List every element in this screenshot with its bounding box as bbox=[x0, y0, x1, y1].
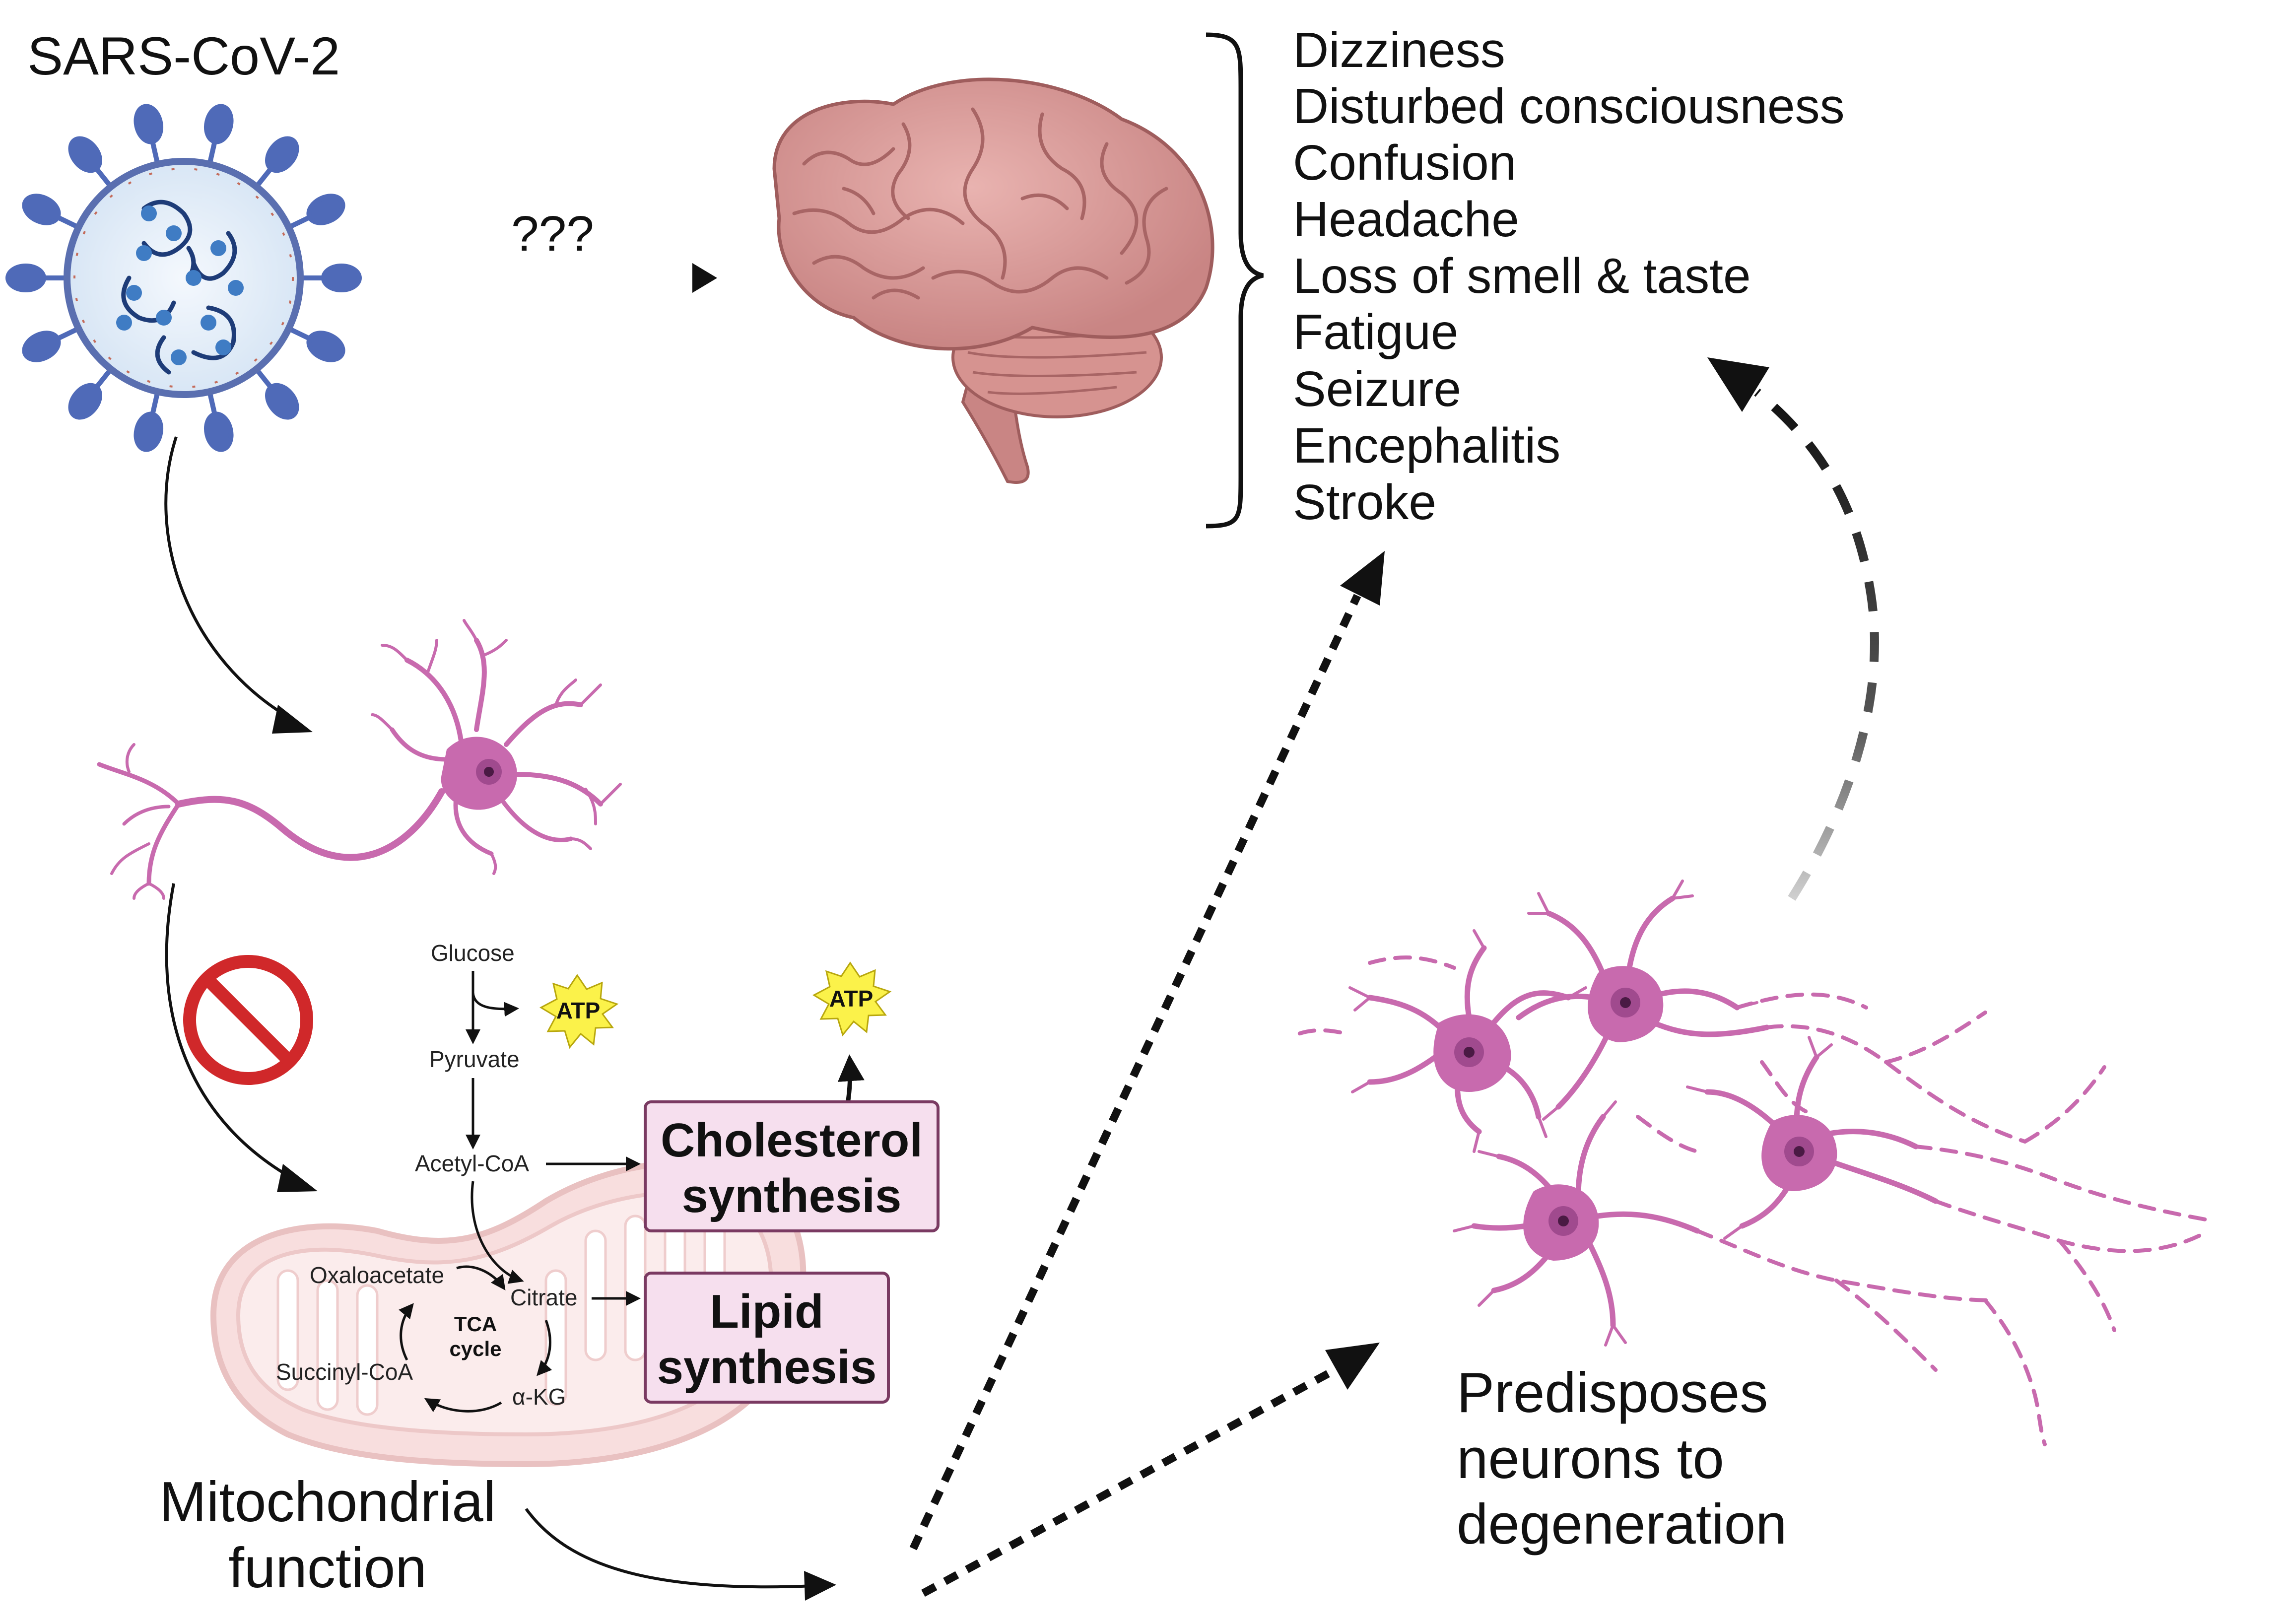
acetyl-coa-label: Acetyl-CoA bbox=[415, 1150, 529, 1176]
neuron-icon bbox=[97, 619, 622, 900]
mito-to-outcome-arrow bbox=[525, 1508, 814, 1589]
outcome-label-line2: neurons to bbox=[1457, 1427, 1724, 1490]
symptom-item: Encephalitis bbox=[1293, 418, 1560, 474]
symptom-item: Stroke bbox=[1293, 474, 1436, 530]
virus-spike-head bbox=[22, 194, 61, 225]
glucose-label: Glucose bbox=[431, 940, 515, 966]
brain-icon bbox=[772, 77, 1214, 484]
lipid-synthesis-box: Lipid synthesis bbox=[644, 1272, 890, 1404]
symptoms-brace bbox=[1206, 32, 1264, 529]
pyruvate-label: Pyruvate bbox=[429, 1046, 520, 1072]
virus-label: SARS-CoV-2 bbox=[27, 26, 340, 86]
virus-spike-head bbox=[204, 104, 234, 144]
oxaloacetate-label: Oxaloacetate bbox=[310, 1262, 444, 1288]
virus-spike-head bbox=[134, 104, 163, 144]
lipid-synthesis-line1: Lipid bbox=[710, 1285, 823, 1338]
virus-spike-head bbox=[306, 194, 345, 225]
virus-spike-head bbox=[134, 411, 163, 452]
virus-spike-head bbox=[265, 136, 299, 173]
virus-spike-head bbox=[68, 136, 102, 173]
outcome-label-line1: Predisposes bbox=[1457, 1361, 1768, 1424]
virus-spike-head bbox=[22, 331, 61, 362]
dotted-arrow-to-symptoms bbox=[909, 594, 1361, 1551]
virus-to-neuron-arrowhead bbox=[272, 705, 313, 734]
citrate-label: Citrate bbox=[510, 1285, 577, 1310]
atp-star-icon: ATP bbox=[812, 961, 892, 1037]
virus-spike-head bbox=[321, 264, 362, 292]
tca-cycle-label: TCA bbox=[454, 1312, 497, 1336]
degenerating-neuron-bodies bbox=[1433, 966, 1837, 1261]
alpha-kg-label: α-KG bbox=[512, 1384, 566, 1410]
symptom-item: Headache bbox=[1293, 192, 1519, 247]
virus-spike-head bbox=[306, 331, 345, 362]
dotted-arrow-to-symptoms-head bbox=[1340, 551, 1385, 606]
symptom-item: Loss of smell & taste bbox=[1293, 248, 1751, 304]
atp-star-icon: ATP bbox=[539, 974, 619, 1049]
cholesterol-synthesis-line1: Cholesterol bbox=[661, 1114, 923, 1167]
neuron-to-mito-arrow bbox=[165, 883, 299, 1183]
symptom-list: Dizziness Disturbed consciousness Confus… bbox=[1293, 22, 1845, 530]
mitochondrial-function-label: Mitochondrial bbox=[159, 1471, 496, 1534]
neuron-cell-body bbox=[441, 737, 517, 810]
symptom-item: Disturbed consciousness bbox=[1293, 78, 1845, 134]
degenerating-neurons-icon bbox=[1288, 880, 2216, 1446]
virus-spike-head bbox=[68, 383, 102, 420]
symptom-item: Dizziness bbox=[1293, 22, 1505, 78]
inhibition-icon bbox=[183, 955, 313, 1085]
virus-spike-head bbox=[265, 383, 299, 420]
dashed-arrow-neurons-to-symptoms bbox=[1754, 389, 1879, 901]
mito-to-outcome-arrowhead bbox=[804, 1571, 836, 1601]
tca-cycle-label-line2: cycle bbox=[449, 1337, 501, 1360]
virus-icon bbox=[5, 104, 362, 452]
unknown-link-label: ??? bbox=[511, 206, 594, 262]
symptom-item: Fatigue bbox=[1293, 304, 1459, 360]
neuron-to-mito-arrowhead bbox=[277, 1164, 318, 1192]
virus-spike-head bbox=[5, 264, 46, 292]
dotted-arrow-to-neurons-head bbox=[1325, 1343, 1380, 1390]
symptom-item: Confusion bbox=[1293, 135, 1516, 191]
symptom-item: Seizure bbox=[1293, 361, 1461, 417]
dotted-arrow-to-neurons bbox=[921, 1366, 1337, 1597]
succinyl-coa-label: Succinyl-CoA bbox=[276, 1359, 413, 1385]
atp-label: ATP bbox=[556, 998, 601, 1023]
unknown-link-arrowhead bbox=[692, 263, 717, 293]
cholesterol-synthesis-box: Cholesterol synthesis bbox=[644, 1100, 940, 1232]
outcome-label-line3: degeneration bbox=[1457, 1493, 1787, 1556]
lipid-synthesis-line2: synthesis bbox=[657, 1341, 877, 1394]
virus-spike-head bbox=[204, 411, 234, 452]
cholesterol-synthesis-line2: synthesis bbox=[682, 1169, 902, 1222]
mitochondrial-function-label-line2: function bbox=[228, 1537, 426, 1600]
virus-to-neuron-arrow bbox=[164, 436, 294, 721]
dashed-arrow-neurons-to-symptoms-head bbox=[1707, 357, 1769, 412]
atp-label: ATP bbox=[829, 986, 874, 1012]
